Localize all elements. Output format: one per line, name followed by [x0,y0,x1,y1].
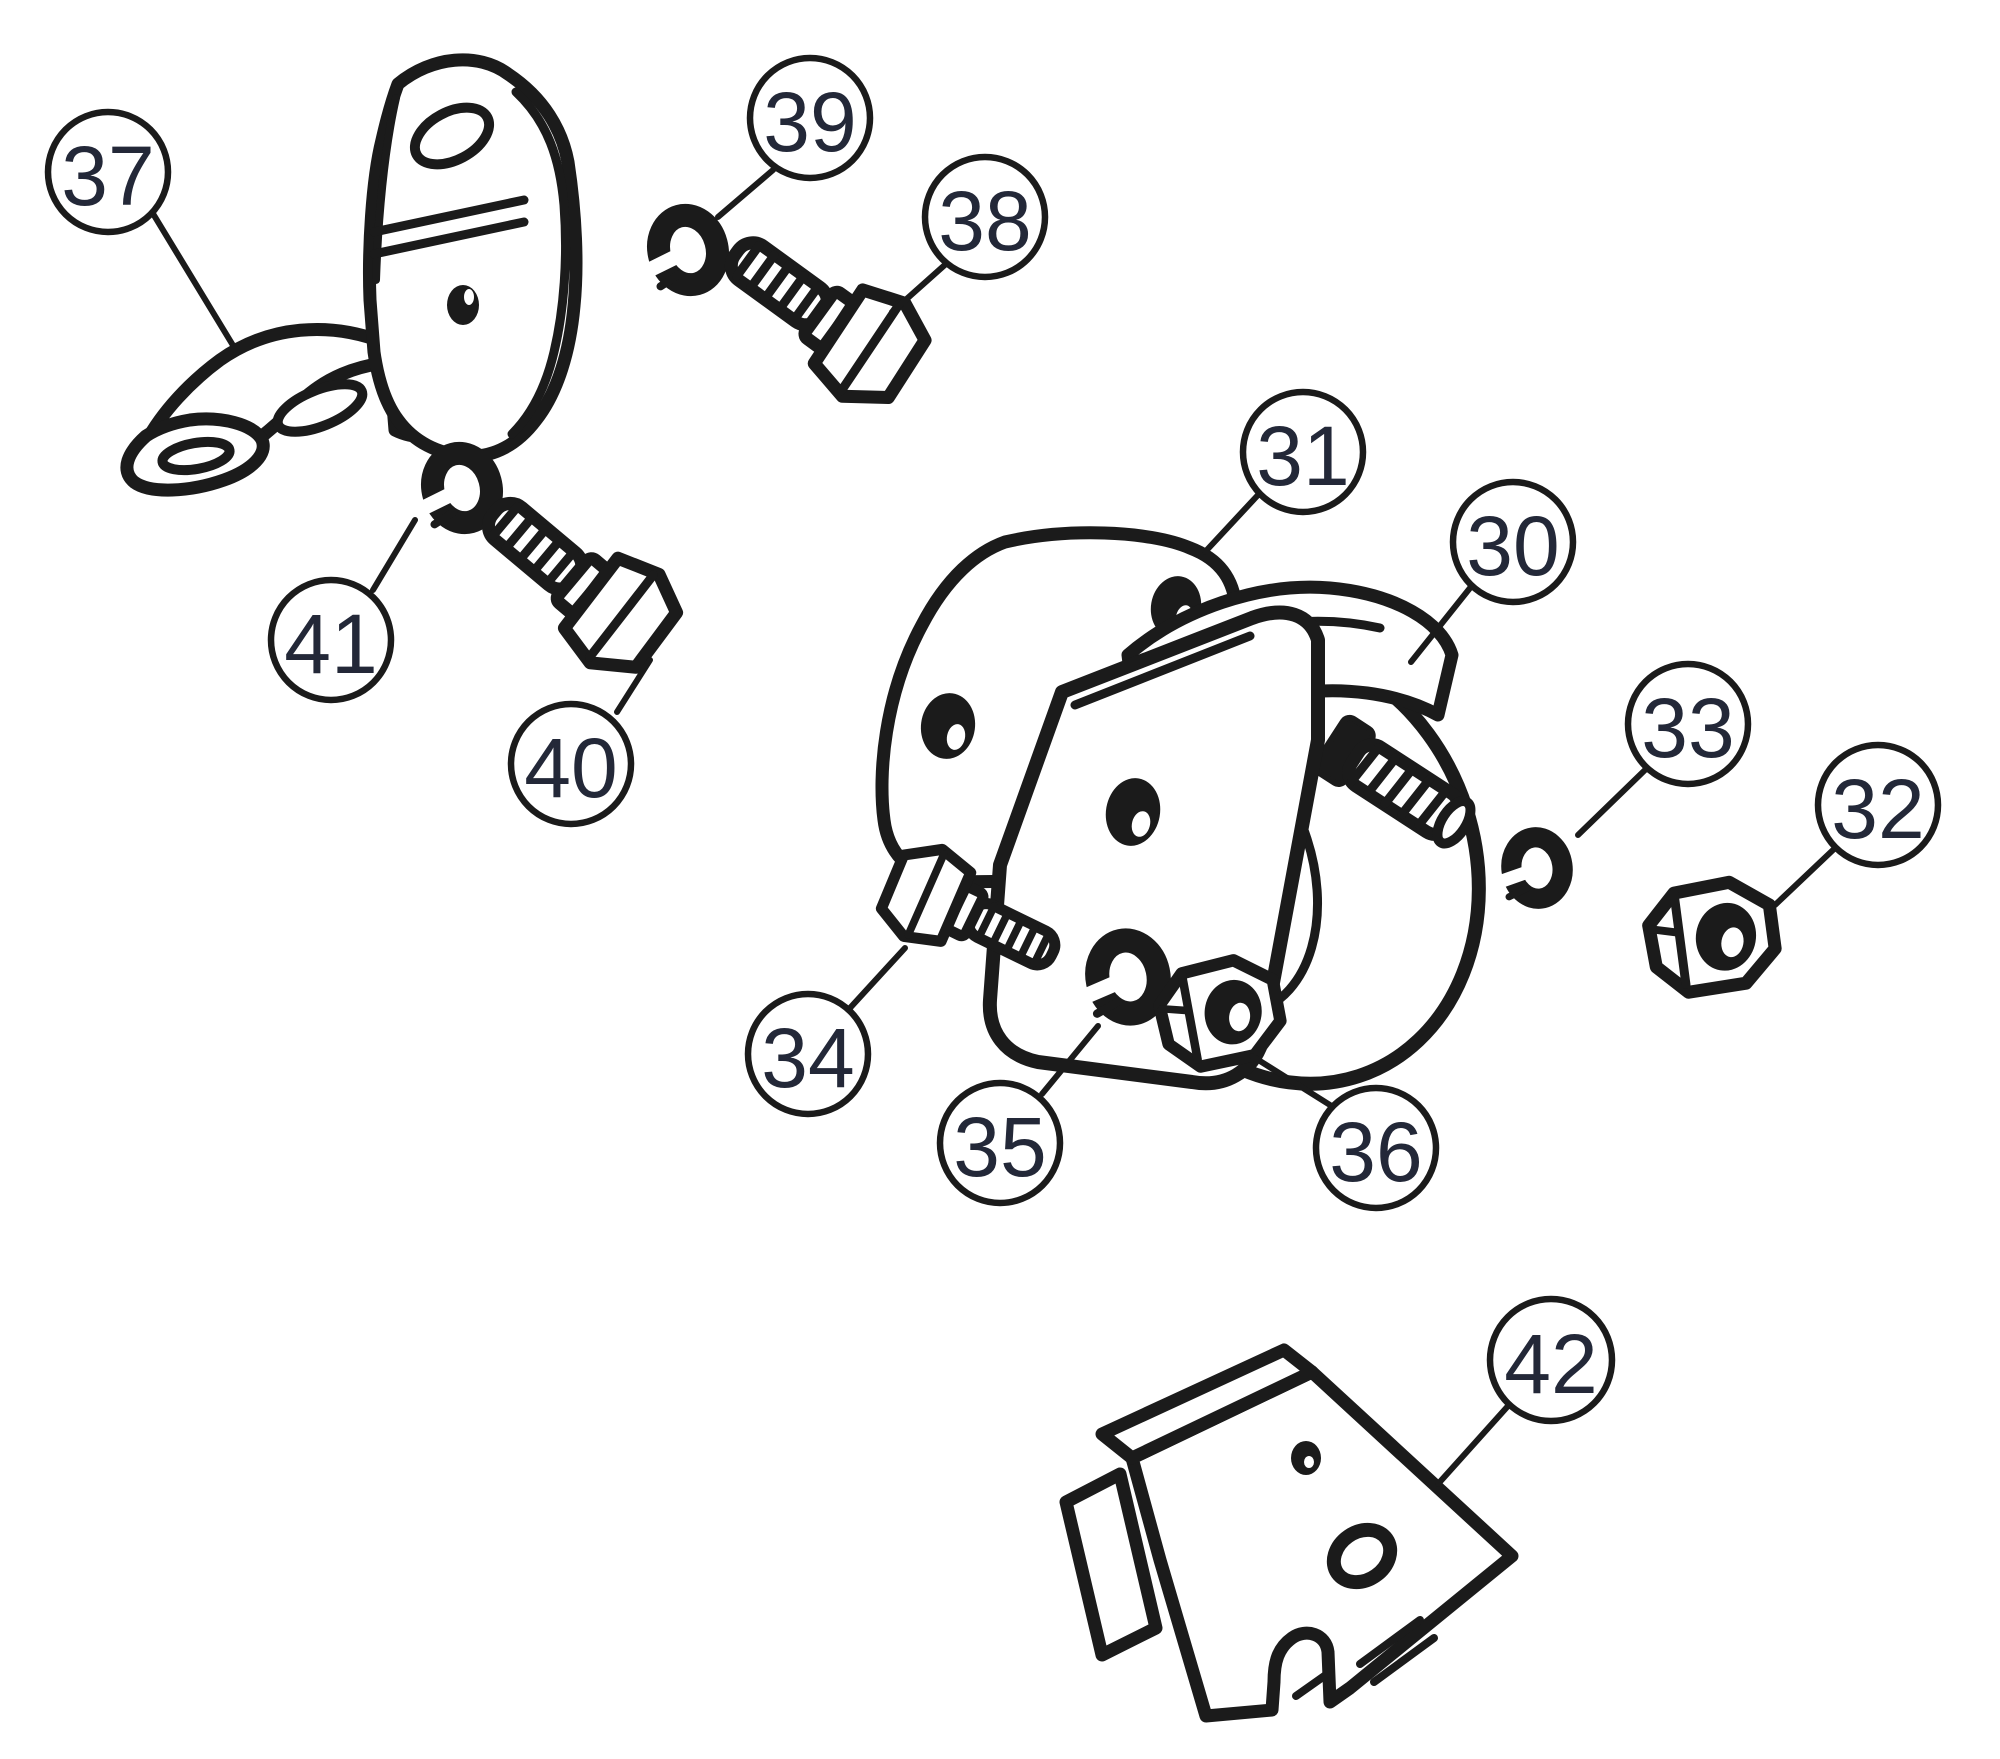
leader-line-38 [889,260,950,315]
callout-number-40: 40 [524,721,617,815]
bracket42-face [1125,1365,1519,1723]
leader-line-42 [1435,1403,1511,1487]
callout-35-spring-lock-washer: 35 [936,1079,1064,1207]
part-38-hex-bolt [724,236,932,405]
part-35-lock-washer [1075,928,1171,1026]
part-40-hex-bolt [481,496,684,674]
callout-balloon-30 [1449,478,1577,606]
part-41-lock-washer [412,441,503,535]
mount-flange-edge [1070,631,1255,710]
callout-34-hex-bolt: 34 [744,990,872,1118]
part-36-hex-nut [1153,954,1287,1073]
callout-balloon-38 [921,153,1049,281]
callout-balloon-37 [44,108,172,236]
callout-42-support-bracket: 42 [1486,1295,1616,1425]
callout-40-hex-bolt: 40 [507,700,635,828]
callout-balloon-34 [744,990,872,1118]
callout-number-37: 37 [61,129,154,223]
callout-37-mounting-bracket: 37 [44,108,172,236]
part-32-hex-nut [1642,875,1782,999]
part-42-support-bracket [1059,1343,1519,1723]
bracket42-left-flap [1059,1467,1163,1662]
leader-line-36 [1249,1053,1333,1108]
callout-number-41: 41 [284,597,377,691]
mount-stud [1312,714,1476,849]
bracket-left-fold-line [372,94,400,284]
callout-balloon-42 [1486,1295,1616,1425]
callout-balloon-35 [936,1079,1064,1207]
bracket-small-hole-highlight [464,289,474,305]
leader-line-39 [715,167,776,220]
callout-number-38: 38 [938,174,1031,268]
callout-number-42: 42 [1504,1317,1597,1411]
bracket42-top-strip [1095,1343,1319,1465]
callout-36-hex-nut: 36 [1312,1084,1440,1212]
callout-balloon-31 [1239,388,1367,516]
callout-number-36: 36 [1329,1105,1422,1199]
part-33-lock-washer [1491,827,1573,909]
leader-line-32 [1772,847,1836,908]
callout-33-spring-lock-washer: 33 [1624,660,1752,788]
callout-30-engine-mount: 30 [1449,478,1577,606]
callout-number-34: 34 [761,1011,854,1105]
callout-32-hex-nut: 32 [1814,741,1942,869]
callout-number-39: 39 [763,75,856,169]
leader-line-37 [149,209,240,355]
part-39-lock-washer [638,203,729,297]
callout-balloon-33 [1624,660,1752,788]
arm-slot-hole [272,379,368,437]
bracket-rib-line-1 [369,195,529,237]
callouts-layer: 37 39 38 41 40 31 30 33 32 34 35 36 42 [44,54,1942,1487]
part-37-mounting-bracket [120,53,583,497]
bracket-flange-line [507,87,571,439]
callout-number-32: 32 [1831,762,1924,856]
bracket-small-hole [447,285,479,325]
callout-balloon-39 [746,54,874,182]
callout-41-spring-lock-washer: 41 [267,576,395,704]
bracket-rib-line-2 [369,217,529,259]
leader-line-31 [1202,492,1261,555]
callout-number-31: 31 [1256,409,1349,503]
bracket-top-hole [409,102,495,170]
callout-balloon-41 [267,576,395,704]
leader-line-30 [1408,585,1473,665]
callout-balloon-32 [1814,741,1942,869]
callout-31-mounting-plate: 31 [1239,388,1367,516]
callout-number-33: 33 [1641,681,1734,775]
callout-number-35: 35 [953,1100,1046,1194]
callout-balloon-40 [507,700,635,828]
leader-line-34 [847,945,908,1011]
callout-38-hex-bolt: 38 [921,153,1049,281]
callout-number-30: 30 [1466,499,1559,593]
leader-line-41 [370,517,418,593]
part-34-hex-bolt [875,843,1061,971]
callout-balloon-36 [1312,1084,1440,1212]
leader-line-33 [1575,767,1648,838]
leader-line-35 [1039,1023,1101,1097]
leader-line-40 [614,657,653,715]
foot-slot-hole [157,436,235,476]
callout-39-spring-lock-washer: 39 [746,54,874,182]
